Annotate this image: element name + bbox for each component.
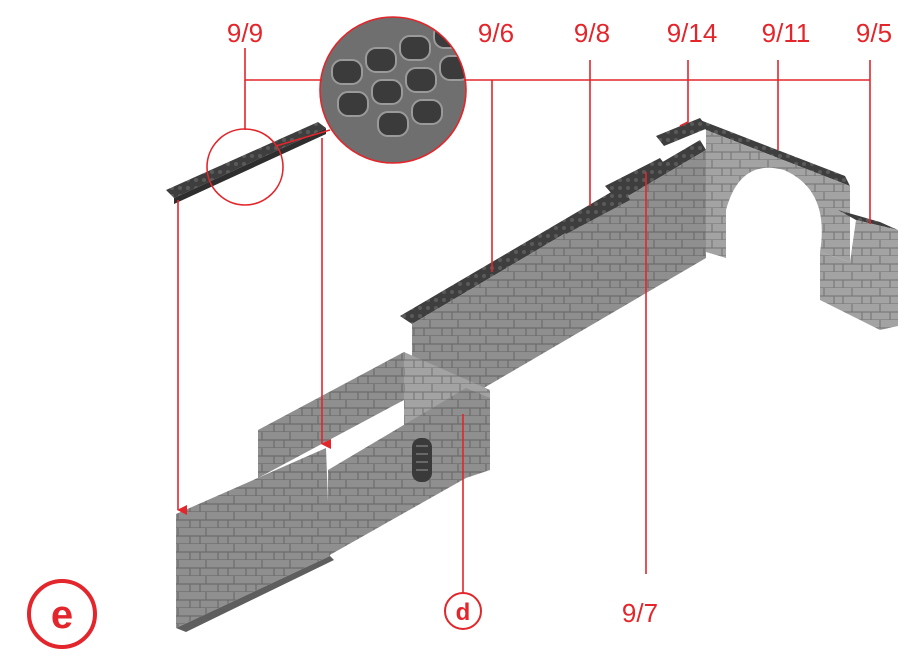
label-9-11: 9/11 [762, 18, 811, 48]
sub-letter: d [456, 599, 471, 626]
zoom-inset [206, 16, 467, 206]
stepped-wall-9-8 [560, 190, 630, 234]
label-9-6: 9/6 [478, 18, 514, 48]
long-wall-9-6 [400, 140, 706, 430]
enclosure-d [176, 352, 490, 632]
label-9-14: 9/14 [667, 18, 718, 48]
arch-wall-9-11 [700, 120, 850, 262]
stepped-wall-9-14 [656, 118, 708, 146]
step-letter: e [51, 593, 73, 637]
leader-lines [177, 48, 871, 594]
step-marker-e: e [27, 579, 97, 649]
label-9-9: 9/9 [227, 18, 263, 48]
coping-piece-9-9 [166, 122, 326, 204]
sub-assembly-marker-d: d [444, 592, 482, 630]
label-9-7: 9/7 [622, 598, 658, 628]
label-9-5: 9/5 [856, 18, 892, 48]
label-9-8: 9/8 [574, 18, 610, 48]
end-wall-9-5 [820, 210, 898, 330]
stepped-wall-9-7 [605, 158, 666, 194]
door-icon [412, 438, 432, 482]
